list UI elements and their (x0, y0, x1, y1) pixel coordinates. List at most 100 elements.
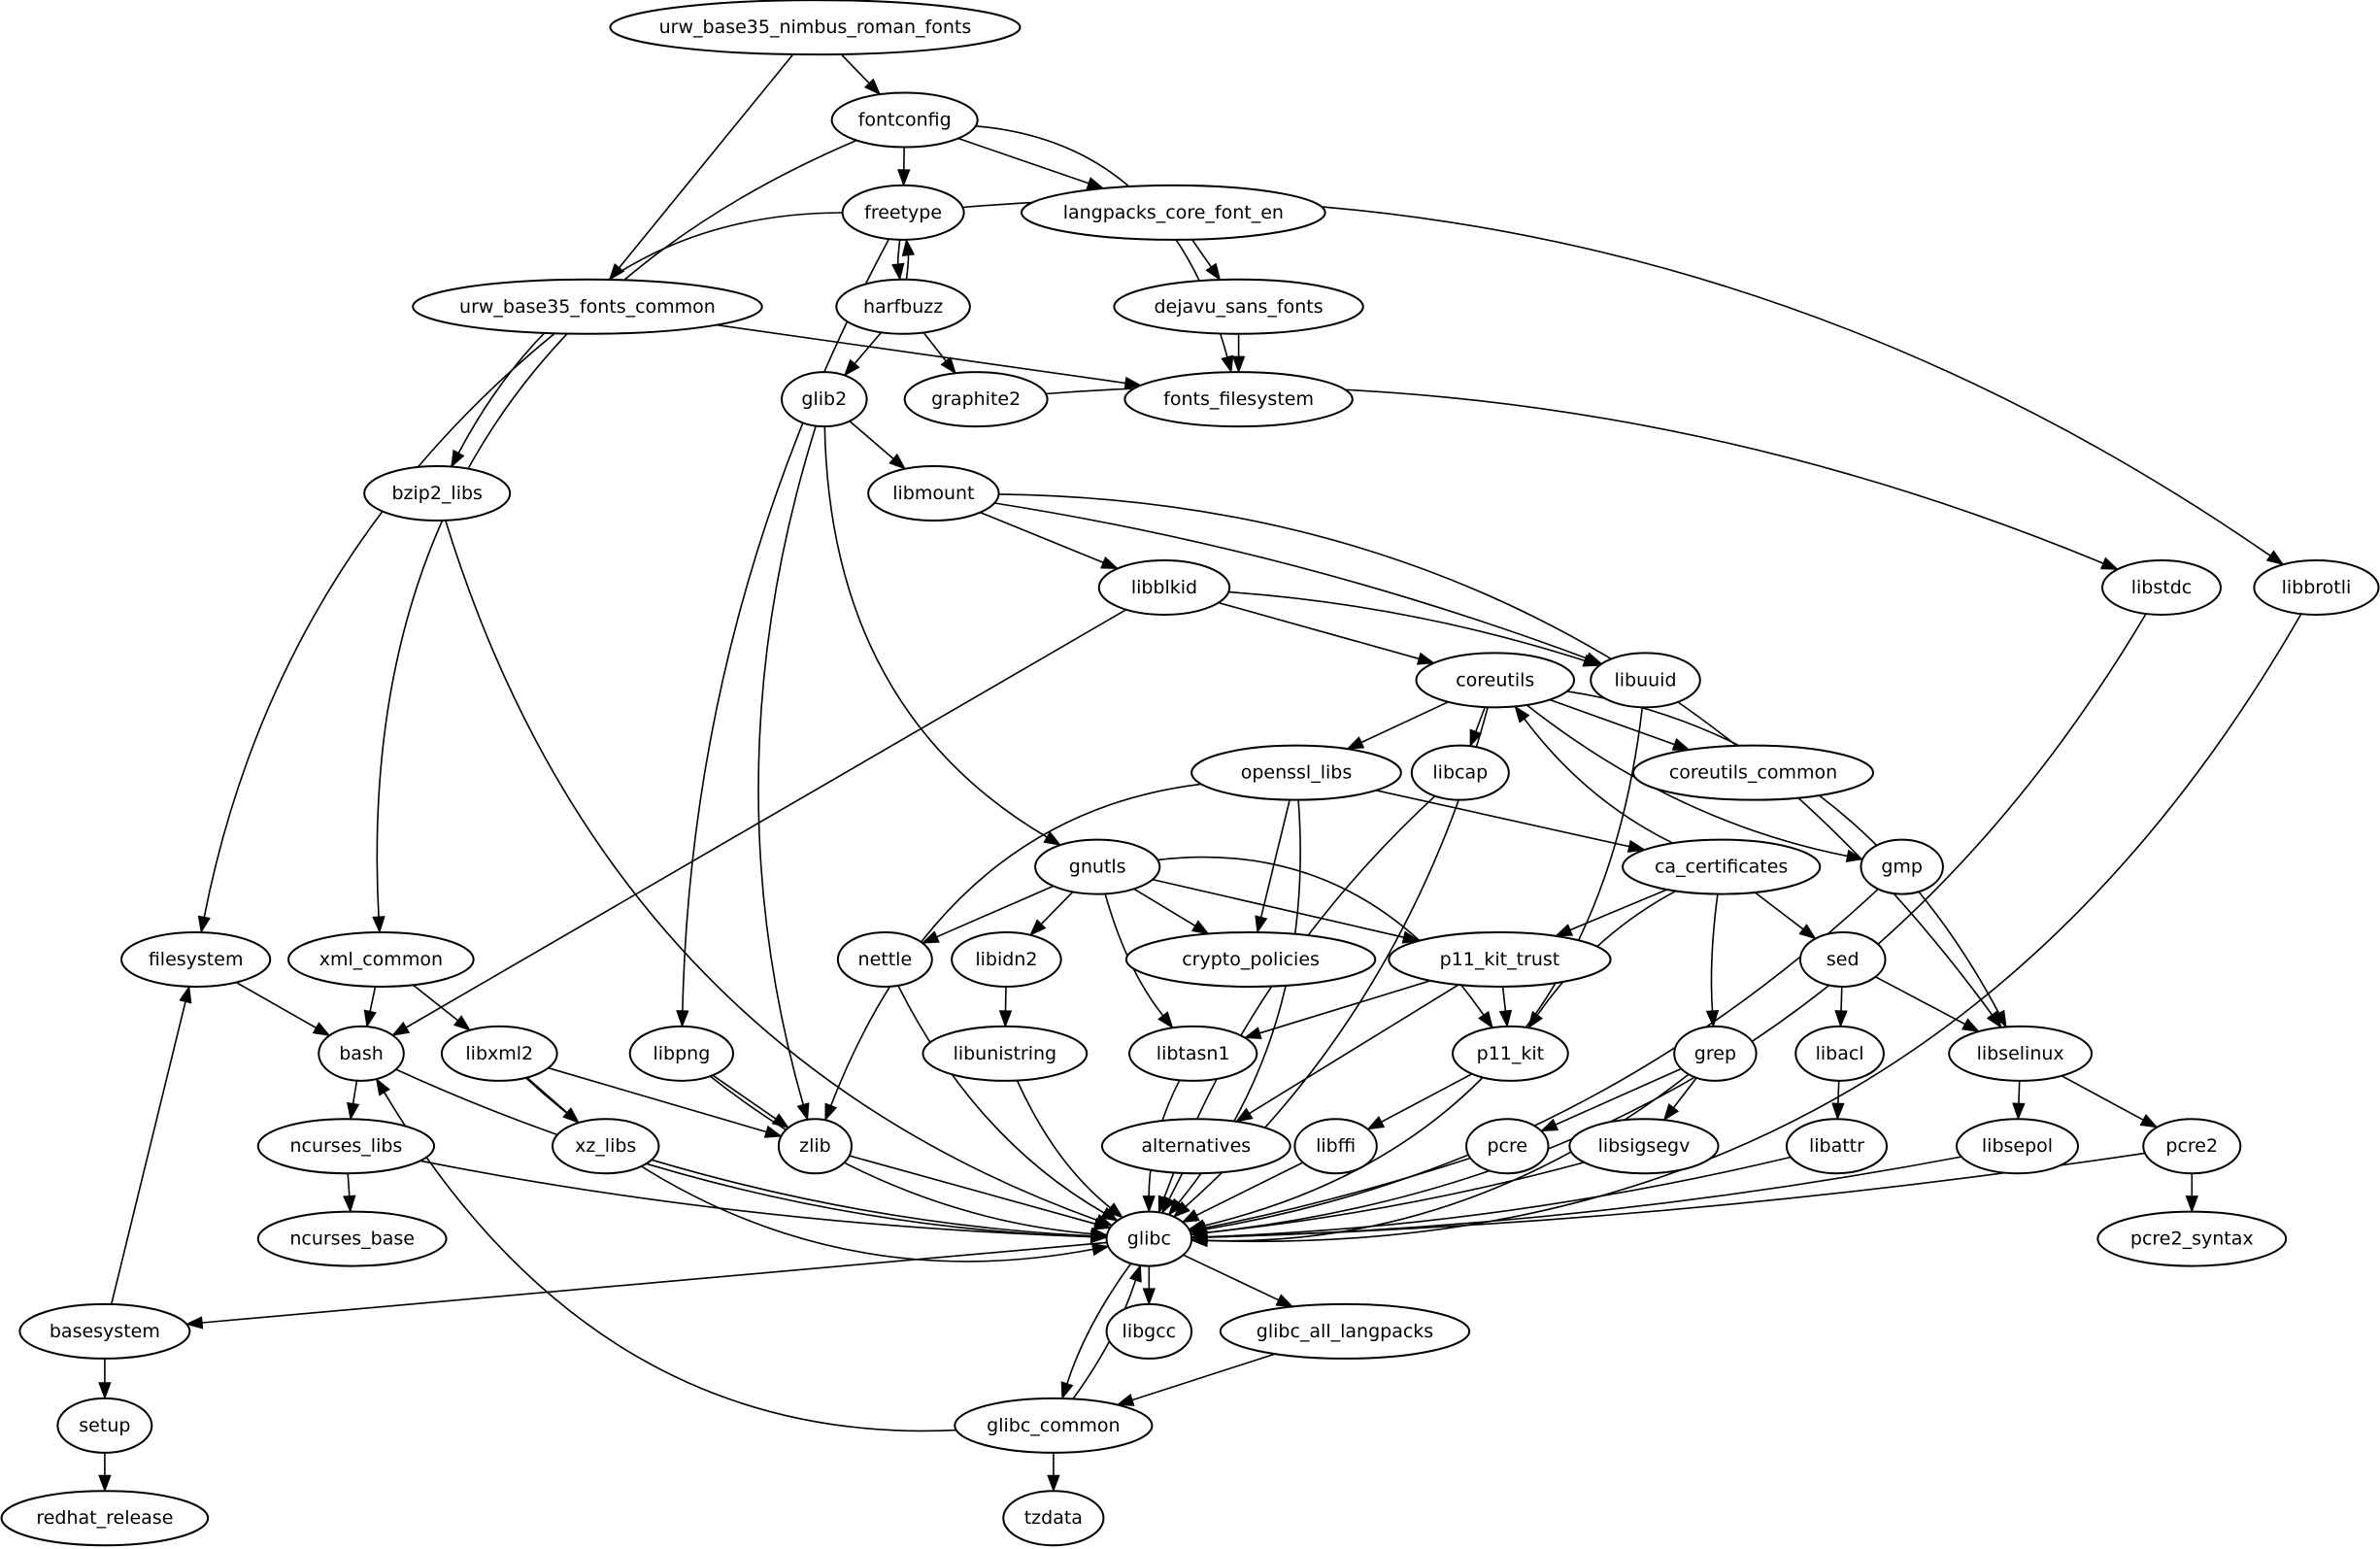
arrowhead-icon (1243, 1027, 1262, 1040)
edge-line (395, 1068, 1091, 1238)
edge-line (854, 331, 883, 364)
node-tzdata: tzdata (1002, 1490, 1105, 1547)
node-ellipse (1097, 558, 1231, 616)
node-ellipse (1568, 1118, 1720, 1175)
arrowhead-icon (1662, 1103, 1680, 1122)
edge-line (457, 212, 843, 454)
edge-grep-to-libsigsegv (1662, 1077, 1697, 1122)
edge-urw-base35-fonts-common-to-filesystem (197, 332, 555, 934)
edge-line (1228, 590, 1586, 662)
edge-line (1218, 601, 1420, 660)
node-label: alternatives (1141, 1135, 1251, 1157)
arrowhead-icon (763, 1125, 783, 1138)
arrowhead-icon (1993, 1009, 2007, 1028)
node-libbrotli: libbrotli (2253, 558, 2380, 616)
edge-line (1207, 613, 2302, 1243)
node-label: glibc (1127, 1229, 1171, 1250)
node-libxml2: libxml2 (440, 1025, 558, 1082)
edge-line (1190, 239, 1212, 268)
edge-coreutils-to-coreutils-common (1549, 698, 1691, 751)
arrowhead-icon (901, 238, 916, 256)
node-label: libsepol (1982, 1135, 2053, 1157)
node-glibc-common: glibc_common (954, 1397, 1154, 1454)
node-label: openssl_libs (1241, 762, 1353, 784)
node-ellipse (781, 371, 868, 428)
edge-line (1875, 976, 1965, 1026)
node-libidn2: libidn2 (951, 930, 1062, 988)
edge-line (1360, 701, 1449, 744)
node-ellipse (841, 184, 965, 241)
arrowhead-icon (1090, 1242, 1110, 1257)
edge-glibc-common-to-bash (375, 1077, 956, 1432)
node-glibc-all-langpacks: glibc_all_langpacks (1219, 1302, 1471, 1360)
edge-bash-to-ncurses-libs (347, 1080, 360, 1121)
edge-libidn2-to-libunistring (998, 986, 1013, 1028)
edge-line (840, 53, 870, 84)
arrowhead-icon (921, 930, 940, 944)
arrowhead-icon (1142, 1288, 1156, 1306)
edge-line (1837, 1080, 1840, 1104)
edge-ca-certificates-to-coreutils (1514, 705, 1674, 844)
edge-p11-kit-trust-to-libtasn1 (1243, 980, 1431, 1040)
edge-harfbuzz-to-graphite2 (922, 331, 956, 375)
arrowhead-icon (1116, 1394, 1135, 1406)
node-nettle: nettle (836, 930, 933, 988)
node-crypto-policies: crypto_policies (1124, 930, 1377, 988)
edge-harfbuzz-to-glib2 (843, 331, 883, 377)
edge-libblkid-to-libuuid (1228, 590, 1601, 667)
edge-p11-kit-to-libffi (1366, 1073, 1473, 1130)
node-setup: setup (56, 1397, 153, 1454)
node-filesystem: filesystem (120, 930, 272, 988)
edge-line (619, 53, 794, 269)
arrowhead-icon (863, 78, 882, 96)
edge-coreutils-to-openssl-libs (1346, 701, 1449, 750)
edge-line (1152, 878, 1404, 938)
edge-fontconfig-to-fonts-filesystem (975, 125, 1234, 374)
node-ellipse (552, 1118, 660, 1175)
node-ellipse (867, 465, 1000, 522)
edge-xml-common-to-bash (363, 986, 377, 1028)
edge-line (1549, 698, 1675, 746)
node-coreutils-common: coreutils_common (1632, 744, 1874, 801)
node-libffi: libffi (1293, 1118, 1378, 1175)
arrowhead-icon (1469, 728, 1483, 748)
edge-line (709, 1075, 1092, 1235)
arrowhead-icon (372, 916, 385, 934)
edge-line (1168, 1172, 1184, 1200)
node-ellipse (1622, 838, 1822, 895)
edge-line (897, 985, 1105, 1214)
arrowhead-icon (891, 262, 905, 282)
edge-libunistring-to-glibc (1016, 1080, 1124, 1219)
edge-basesystem-to-filesystem (110, 985, 192, 1305)
node-label: libuuid (1614, 669, 1676, 690)
arrowhead-icon (1142, 1195, 1156, 1214)
edge-glibc-all-langpacks-to-glibc-common (1116, 1353, 1276, 1406)
node-fonts-filesystem: fonts_filesystem (1123, 371, 1354, 428)
arrowhead-icon (1366, 1116, 1386, 1130)
edge-ca-certificates-to-p11-kit-trust (1554, 889, 1668, 937)
node-dejavu-sans-fonts: dejavu_sans_fonts (1113, 278, 1364, 335)
arrowhead-icon (1514, 705, 1530, 724)
node-ellipse (903, 371, 1049, 428)
arrowhead-icon (1190, 1230, 1208, 1244)
edge-urw-base35-nimbus-roman-fonts-to-urw-base35-fonts-common (608, 53, 794, 282)
node-basesystem: basesystem (18, 1302, 191, 1360)
node-label: nettle (858, 949, 913, 970)
arrowhead-icon (824, 1102, 838, 1122)
arrowhead-icon (940, 356, 956, 375)
node-libgcc: libgcc (1105, 1302, 1193, 1360)
node-ellipse (2253, 558, 2380, 616)
edge-line (994, 502, 1588, 659)
node-ellipse (1590, 652, 1701, 709)
node-label: p11_kit (1477, 1043, 1544, 1064)
edge-openssl-libs-to-ca-certificates (1375, 790, 1646, 853)
edge-coreutils-to-libcap (1469, 706, 1487, 748)
node-label: grep (1694, 1043, 1736, 1064)
edge-line (1375, 790, 1629, 848)
node-label: tzdata (1024, 1507, 1083, 1529)
node-libuuid: libuuid (1590, 652, 1701, 709)
arrowhead-icon (1255, 915, 1268, 934)
node-ellipse (256, 1210, 448, 1267)
arrowhead-icon (1029, 919, 1047, 936)
